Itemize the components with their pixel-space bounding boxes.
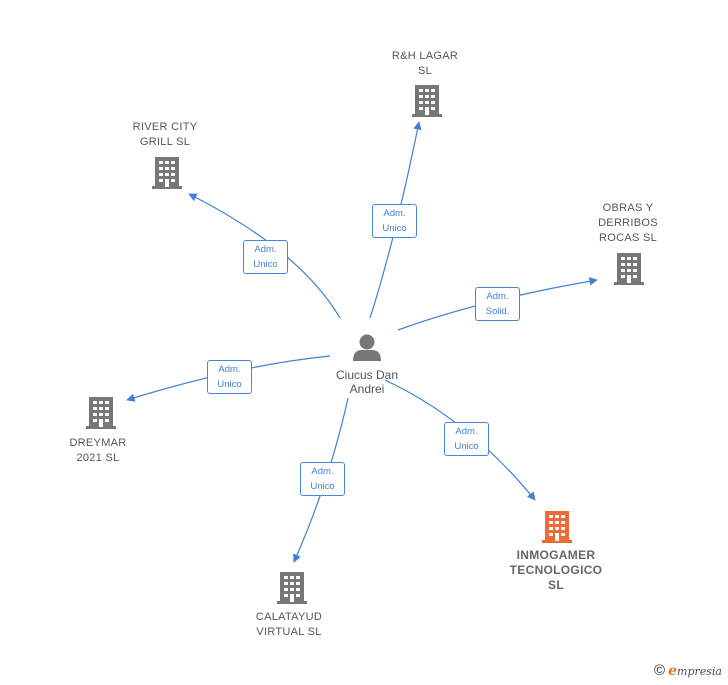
role-badge-calatayud: Adm. Unico <box>300 462 345 496</box>
role-badge-inmogamer: Adm. Unico <box>444 422 489 456</box>
company-label-obras[interactable]: OBRAS Y DERRIBOS ROCAS SL <box>598 202 658 244</box>
role-badge-dreymar: Adm. Unico <box>207 360 252 394</box>
footer-brand: © empresia <box>654 662 722 679</box>
person-icon <box>353 334 381 361</box>
role-badge-rh-lagar: Adm. Unico <box>372 204 417 238</box>
role-badge-obras: Adm. Solid. <box>475 287 520 321</box>
role-badge-river-city: Adm. Unico <box>243 240 288 274</box>
brand-logo[interactable]: empresia <box>668 662 722 679</box>
company-label-rh-lagar[interactable]: R&H LAGAR SL <box>391 50 459 77</box>
building-icon-rh-lagar[interactable] <box>412 85 442 117</box>
building-icon-river-city[interactable] <box>152 157 182 189</box>
building-icon-obras[interactable] <box>614 253 644 285</box>
company-label-calatayud[interactable]: CALATAYUD VIRTUAL SL <box>255 611 323 638</box>
copyright-symbol: © <box>654 662 666 679</box>
company-label-inmogamer[interactable]: INMOGAMER TECNOLOGICO SL <box>509 548 603 592</box>
person-name[interactable]: Ciucus Dan Andrei <box>335 368 399 396</box>
company-label-dreymar[interactable]: DREYMAR 2021 SL <box>69 437 127 464</box>
company-label-river-city[interactable]: RIVER CITY GRILL SL <box>132 121 198 148</box>
building-icon-dreymar[interactable] <box>86 397 116 429</box>
building-icon-calatayud[interactable] <box>277 572 307 604</box>
building-icon-inmogamer[interactable] <box>542 511 572 543</box>
